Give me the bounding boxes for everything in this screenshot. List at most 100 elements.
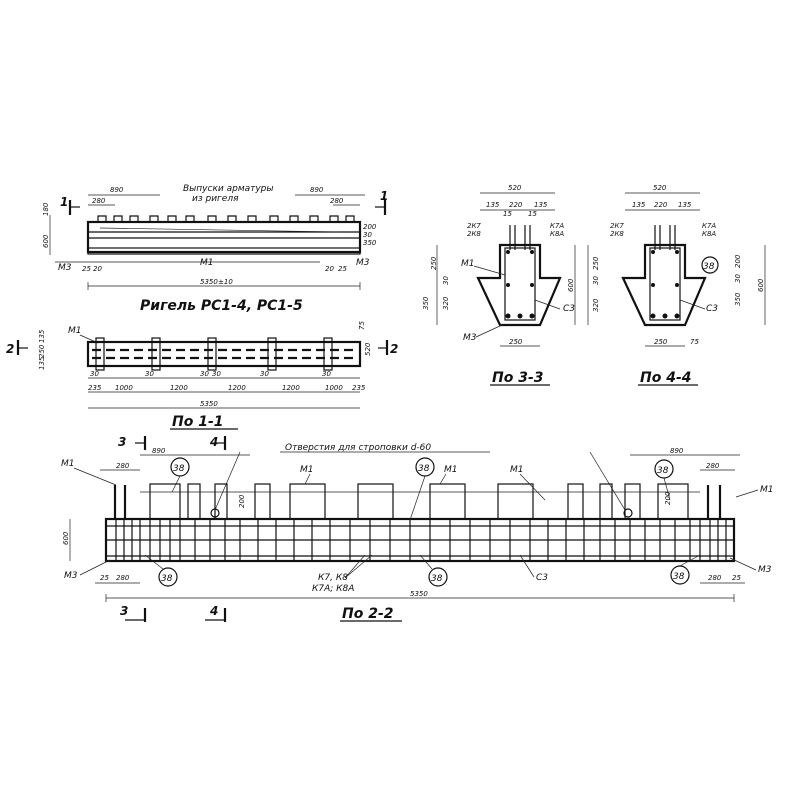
s44-dim-350: 350 <box>734 292 742 306</box>
plan-dim-520: 520 <box>364 342 372 356</box>
s44-label-k8a: К8А <box>702 230 716 238</box>
plan-span-7: 235 <box>352 384 366 392</box>
s44-label-2k7: 2К7 <box>610 222 624 230</box>
s44-label-k7a: К7А <box>702 222 716 230</box>
dim-200: 200 <box>363 223 377 231</box>
s33-dim-bottom: 250 <box>509 338 523 346</box>
label-m1: М1 <box>200 258 214 268</box>
s33-dim-320: 320 <box>442 296 450 310</box>
plan-dim-30-2: 30 <box>145 370 154 378</box>
elev-dim-280-left: 280 <box>116 462 130 470</box>
s44-dim-520: 520 <box>653 184 667 192</box>
s44-dim-600: 600 <box>757 278 765 292</box>
svg-text:4: 4 <box>209 604 218 618</box>
svg-text:38: 38 <box>161 574 173 584</box>
plan-span-3: 1200 <box>170 384 188 392</box>
elev-note: Отверстия для строповки d-60 <box>285 443 431 453</box>
svg-text:38: 38 <box>418 464 430 474</box>
dim-280-left: 280 <box>92 197 106 205</box>
elev-label-m1-3: М1 <box>444 465 458 475</box>
svg-text:1: 1 <box>380 189 388 203</box>
section-3-3: 520 135 220 135 15 15 2К7 2К8 К7А К8А М1… <box>422 184 576 386</box>
plan-dim-left-1: 135 <box>38 356 46 370</box>
section-mark-3-bottom: 3 <box>120 604 147 622</box>
dim-20-right: 20 <box>325 265 334 273</box>
s44-marker-38 <box>701 256 719 274</box>
section-mark-1-left: 1 <box>60 195 80 215</box>
s33-dim-15b: 15 <box>528 210 537 218</box>
elev-marker-38-1: 38 <box>170 457 190 493</box>
s33-label-k8a: К8А <box>550 230 564 238</box>
plan-view-title: По 1-1 <box>172 414 224 430</box>
top-note-1: Выпуски арматуры <box>183 184 274 194</box>
section-4-4: 520 135 220 135 2К7 2К8 К7А К8А 38 С3 25… <box>587 184 766 386</box>
plan-span-2: 1000 <box>115 384 133 392</box>
section-mark-3-top: 3 <box>118 435 147 450</box>
s33-dim-135b: 135 <box>534 201 548 209</box>
plan-dim-30-1: 30 <box>90 370 99 378</box>
s33-title: По 3-3 <box>492 370 544 386</box>
dim-350: 350 <box>363 239 377 247</box>
dim-890-right: 890 <box>310 186 324 194</box>
s44-dim-135b: 135 <box>678 201 692 209</box>
dim-hole: 180 <box>42 202 50 216</box>
dim-tol: ±10 <box>218 278 233 286</box>
s44-dim-75: 75 <box>690 338 699 346</box>
elev-marker-38-3: 38 <box>654 459 674 501</box>
elev-label-m3-left: М3 <box>64 571 78 581</box>
s33-label-c3: С3 <box>563 304 575 314</box>
plan-span-6: 1000 <box>325 384 343 392</box>
elev-dim-280b-left: 280 <box>116 574 130 582</box>
elev-dim-25b-right: 25 <box>732 574 741 582</box>
dim-25-right: 25 <box>338 265 347 273</box>
svg-text:2: 2 <box>6 342 14 356</box>
plan-dim-30-3: 30 <box>200 370 209 378</box>
s44-label-2k8: 2К8 <box>610 230 624 238</box>
s44-dim-r30: 30 <box>734 274 742 283</box>
plan-view: 2 2 М1 135 250 135 520 75 30 30 30 30 30… <box>6 321 398 430</box>
plan-span-5: 1200 <box>282 384 300 392</box>
label-m3-right: М3 <box>356 258 370 268</box>
s44-dim-320: 320 <box>592 298 600 312</box>
elev-stirrups <box>115 519 727 561</box>
elev-label-m1-1: М1 <box>61 459 75 469</box>
elev-label-ka: К7А; К8А <box>312 584 354 594</box>
plan-dim-total: 5350 <box>200 400 218 408</box>
section-mark-4-bottom: 4 <box>205 604 227 622</box>
s33-dim-250: 250 <box>430 256 438 270</box>
svg-text:4: 4 <box>209 435 218 449</box>
s44-title: По 4-4 <box>640 370 692 386</box>
s33-dim-30: 30 <box>442 276 450 285</box>
elev-label-k: К7, К8 <box>318 573 348 583</box>
top-note-2: из ригеля <box>192 194 239 204</box>
dim-600: 600 <box>42 234 50 248</box>
section-mark-2-right: 2 <box>378 340 398 356</box>
s44-dim-220: 220 <box>654 201 668 209</box>
svg-text:38: 38 <box>673 572 685 582</box>
plan-dim-30-6: 30 <box>322 370 331 378</box>
plan-dim-left-3: 135 <box>38 329 46 343</box>
s33-dim-15a: 15 <box>503 210 512 218</box>
s44-bars <box>650 250 680 319</box>
top-view: 1 1 Выпуски арматуры из ригеля 890 890 2… <box>42 184 388 314</box>
dim-25-left: 25 <box>82 265 91 273</box>
svg-text:38: 38 <box>703 262 715 272</box>
s44-outline <box>621 243 707 327</box>
s44-dim-250: 250 <box>592 256 600 270</box>
elev-label-c3: С3 <box>536 573 548 583</box>
dim-20-left: 20 <box>93 265 102 273</box>
dim-280-right: 280 <box>330 197 344 205</box>
section-mark-2-left: 2 <box>6 340 28 356</box>
s44-dim-30: 30 <box>592 276 600 285</box>
plan-dim-left-2: 250 <box>38 344 46 358</box>
elev-label-m3-right: М3 <box>758 565 772 575</box>
elev-dim-total: 5350 <box>410 590 428 598</box>
elev-dim-600: 600 <box>62 531 70 545</box>
s33-label-m3: М3 <box>463 333 477 343</box>
elev-frames-top <box>149 483 689 520</box>
label-m3-left: М3 <box>58 263 72 273</box>
plan-label-m1: М1 <box>68 326 82 336</box>
plan-dim-75: 75 <box>358 321 366 330</box>
s33-bars <box>505 250 535 319</box>
section-mark-1-right: 1 <box>375 189 388 215</box>
